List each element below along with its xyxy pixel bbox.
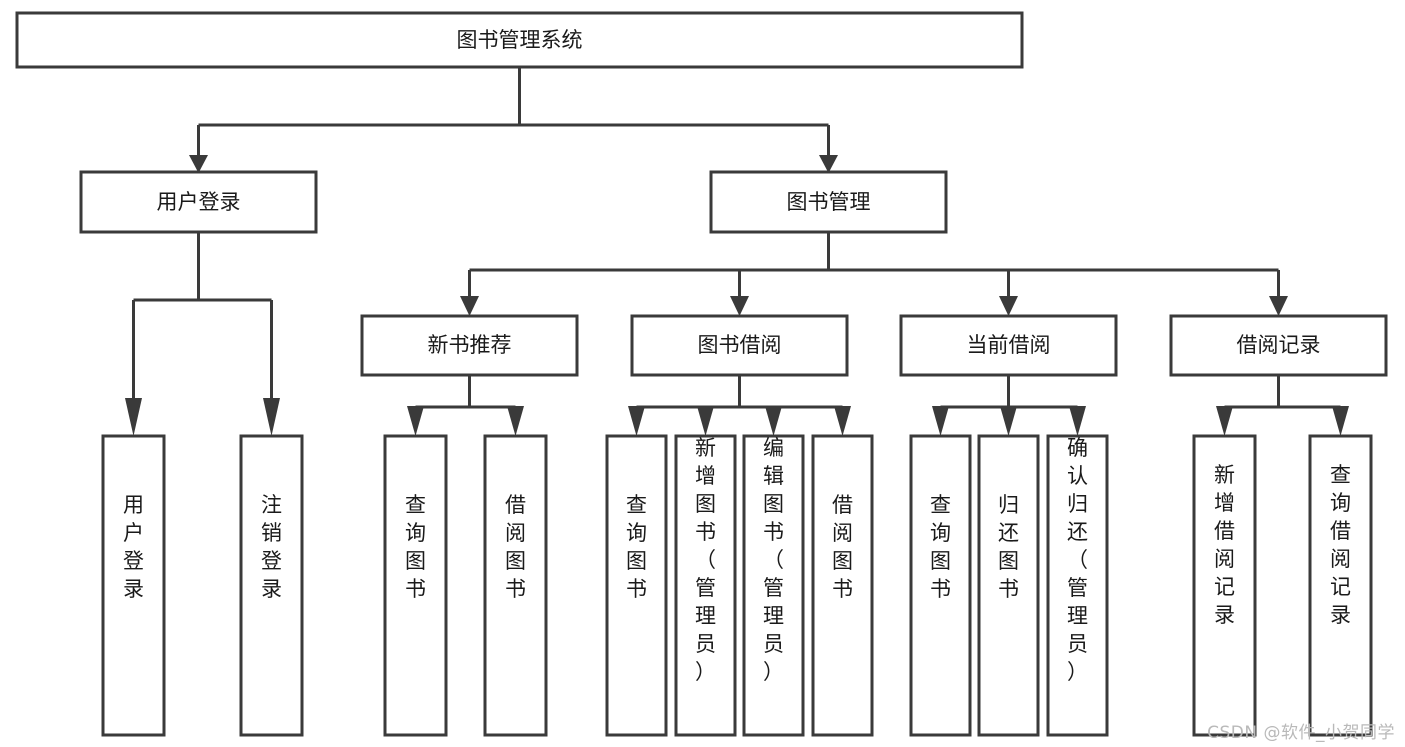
arrow-books-to-current — [999, 296, 1018, 316]
leaf-label-current-return: 归还图书 — [998, 493, 1019, 601]
node-label-user-login: 用户登录 — [157, 190, 241, 214]
node-box-user-login[interactable] — [79, 170, 318, 234]
arrow-books-to-record — [1269, 296, 1288, 316]
leaf-box-user-login-1[interactable] — [101, 434, 166, 737]
leaf-box-record-query[interactable] — [1308, 434, 1373, 737]
leaf-label-borrow-edit: 编辑图书（管理员） — [763, 436, 784, 684]
node-borrow-record[interactable]: 借阅记录 — [1169, 314, 1388, 377]
node-label-book-management: 图书管理 — [787, 190, 871, 214]
arrow-books-to-newbook — [460, 296, 479, 316]
leaf-label-current-confirm: 确认归还（管理员） — [1067, 436, 1088, 684]
node-label-borrow-record: 借阅记录 — [1237, 333, 1321, 357]
leaf-borrow-add[interactable]: 新增图书（管理员） — [674, 434, 737, 737]
leaf-newbook-borrow[interactable]: 借阅图书 — [483, 434, 548, 737]
leaf-label-record-add: 新增借阅记录 — [1214, 463, 1235, 627]
leaf-box-borrow-edit[interactable] — [742, 434, 805, 737]
leaf-label-user-login-1: 用户登录 — [123, 493, 144, 601]
leaf-label-record-query: 查询借阅记录 — [1330, 463, 1351, 627]
leaf-borrow-query[interactable]: 查询图书 — [605, 434, 668, 737]
node-box-root[interactable] — [15, 11, 1024, 69]
leaf-borrow-book[interactable]: 借阅图书 — [811, 434, 874, 737]
node-label-book-borrow: 图书借阅 — [698, 333, 782, 357]
leaf-newbook-query[interactable]: 查询图书 — [383, 434, 448, 737]
leaf-box-borrow-add[interactable] — [674, 434, 737, 737]
leaf-current-query[interactable]: 查询图书 — [909, 434, 972, 737]
arrow-current-leaf-2 — [1000, 406, 1017, 436]
leaf-label-logout-login: 注销登录 — [261, 493, 282, 601]
arrow-borrow-leaf-2 — [697, 406, 714, 436]
csdn-watermark: CSDN @软件_小贺同学 — [1207, 723, 1395, 743]
leaf-record-add[interactable]: 新增借阅记录 — [1192, 434, 1257, 737]
arrow-borrow-leaf-4 — [834, 406, 851, 436]
arrow-login-leaf-1 — [125, 398, 142, 436]
leaf-box-newbook-query[interactable] — [383, 434, 448, 737]
leaf-box-current-query[interactable] — [909, 434, 972, 737]
node-label-current-borrow: 当前借阅 — [967, 333, 1051, 357]
leaf-box-current-confirm[interactable] — [1046, 434, 1109, 737]
leaf-record-query[interactable]: 查询借阅记录 — [1308, 434, 1373, 737]
node-label-new-book-recommend: 新书推荐 — [428, 333, 512, 357]
node-book-borrow[interactable]: 图书借阅 — [630, 314, 849, 377]
leaf-borrow-edit[interactable]: 编辑图书（管理员） — [742, 434, 805, 737]
leaf-label-borrow-book: 借阅图书 — [832, 493, 853, 601]
leaf-label-current-query: 查询图书 — [930, 493, 951, 601]
leaf-current-confirm[interactable]: 确认归还（管理员） — [1046, 434, 1109, 737]
leaf-box-borrow-query[interactable] — [605, 434, 668, 737]
node-box-new-book-recommend[interactable] — [360, 314, 579, 377]
arrow-login-leaf-2 — [263, 398, 280, 436]
arrow-current-leaf-1 — [932, 406, 949, 436]
node-book-management[interactable]: 图书管理 — [709, 170, 948, 234]
leaf-label-newbook-query: 查询图书 — [405, 493, 426, 601]
leaf-label-borrow-query: 查询图书 — [626, 493, 647, 601]
leaf-current-return[interactable]: 归还图书 — [977, 434, 1040, 737]
arrow-newbook-leaf-1 — [407, 406, 424, 436]
leaf-box-logout-login[interactable] — [239, 434, 304, 737]
leaf-box-current-return[interactable] — [977, 434, 1040, 737]
node-box-borrow-record[interactable] — [1169, 314, 1388, 377]
node-new-book-recommend[interactable]: 新书推荐 — [360, 314, 579, 377]
node-current-borrow[interactable]: 当前借阅 — [899, 314, 1118, 377]
connector-layer — [125, 67, 1349, 436]
node-root-system[interactable]: 图书管理系统 — [15, 11, 1024, 69]
arrow-record-leaf-1 — [1216, 406, 1233, 436]
node-box-book-borrow[interactable] — [630, 314, 849, 377]
leaf-box-record-add[interactable] — [1192, 434, 1257, 737]
arrow-borrow-leaf-3 — [765, 406, 782, 436]
leaf-label-borrow-add: 新增图书（管理员） — [695, 436, 716, 684]
node-user-login[interactable]: 用户登录 — [79, 170, 318, 234]
leaf-box-newbook-borrow[interactable] — [483, 434, 548, 737]
arrow-root-to-books — [819, 155, 838, 173]
node-box-current-borrow[interactable] — [899, 314, 1118, 377]
arrow-record-leaf-2 — [1332, 406, 1349, 436]
leaf-label-newbook-borrow: 借阅图书 — [505, 493, 526, 601]
leaf-logout-login[interactable]: 注销登录 — [239, 434, 304, 737]
node-label-root: 图书管理系统 — [457, 28, 583, 52]
arrow-root-to-login — [189, 155, 208, 173]
arrow-current-leaf-3 — [1069, 406, 1086, 436]
node-box-book-management[interactable] — [709, 170, 948, 234]
leaf-user-login-1[interactable]: 用户登录 — [101, 434, 166, 737]
arrow-newbook-leaf-2 — [507, 406, 524, 436]
arrow-books-to-borrow — [730, 296, 749, 316]
leaf-box-borrow-book[interactable] — [811, 434, 874, 737]
arrow-borrow-leaf-1 — [628, 406, 645, 436]
